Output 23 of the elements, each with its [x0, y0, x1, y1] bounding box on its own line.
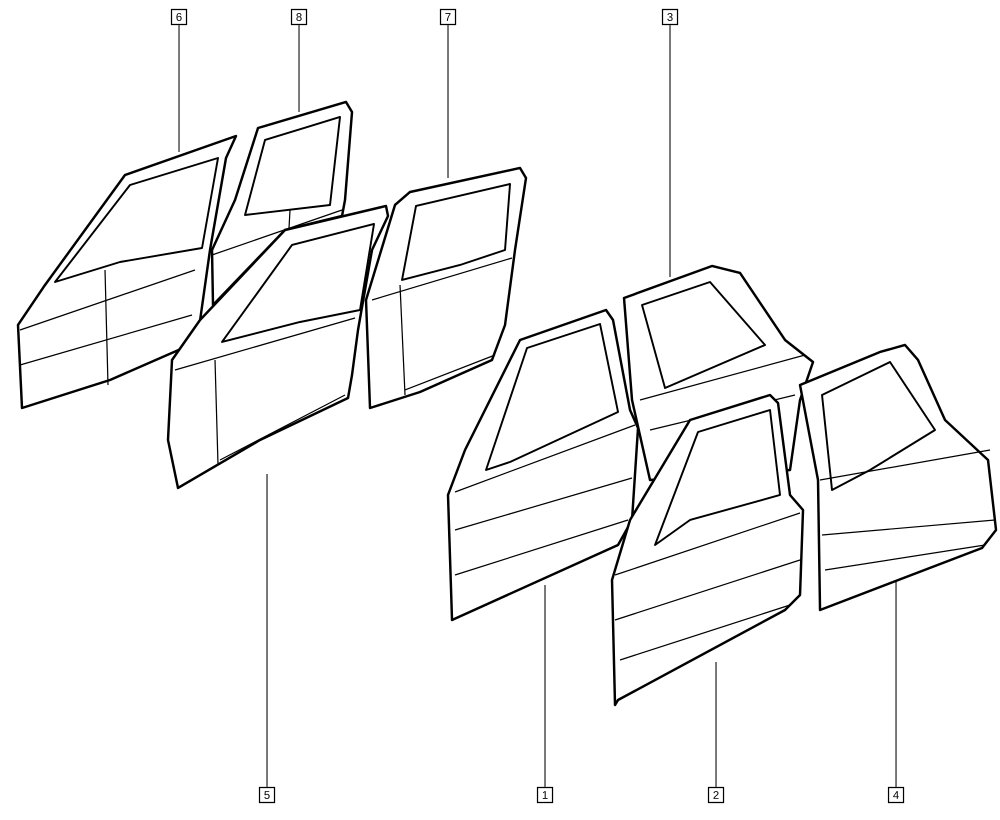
leader-line: [544, 585, 546, 787]
door-drawing: [16, 134, 238, 410]
callout-number: 5: [258, 786, 276, 804]
callout-number: 7: [440, 8, 456, 26]
leader-line: [266, 474, 268, 787]
leader-line: [896, 580, 897, 787]
callout-number: 2: [708, 786, 724, 804]
callout-number: 3: [662, 8, 678, 26]
callout-number: 6: [170, 8, 188, 26]
door-drawing: [610, 394, 804, 706]
callout-number: 1: [536, 786, 554, 804]
leader-line: [447, 25, 449, 178]
door-drawing: [446, 308, 640, 622]
callout-number: 8: [290, 8, 308, 26]
door-drawing: [798, 344, 998, 612]
leader-line: [669, 25, 671, 277]
door-drawing: [210, 100, 354, 306]
door-drawing: [364, 166, 528, 410]
leader-line: [716, 662, 717, 787]
leader-line: [178, 25, 180, 152]
callout-number: 4: [888, 786, 904, 804]
leader-line: [298, 25, 300, 112]
door-drawing: [166, 204, 390, 490]
